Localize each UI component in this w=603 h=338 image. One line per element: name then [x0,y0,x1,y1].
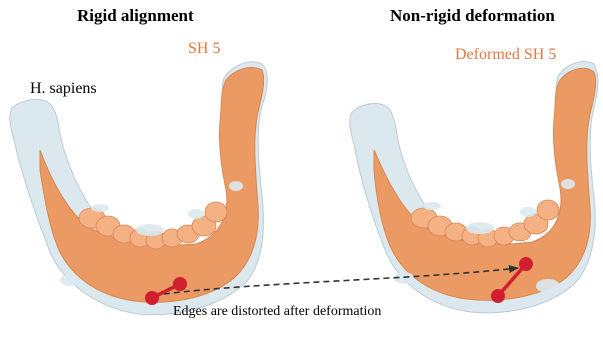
left-edge-node-a [145,291,159,305]
right-edge-node-b [519,257,533,271]
h-sapiens-label: H. sapiens [30,80,97,98]
right-panel-title: Non-rigid deformation [390,6,555,26]
right-mandible [350,62,598,313]
sh5-label: SH 5 [188,40,220,58]
deformed-sh5-label: Deformed SH 5 [455,46,556,64]
left-panel-title: Rigid alignment [77,6,194,26]
left-edge-node-b [173,277,187,291]
right-edge-node-a [491,289,505,303]
edge-distortion-caption: Edges are distorted after deformation [173,304,381,320]
left-mandible [10,62,267,315]
